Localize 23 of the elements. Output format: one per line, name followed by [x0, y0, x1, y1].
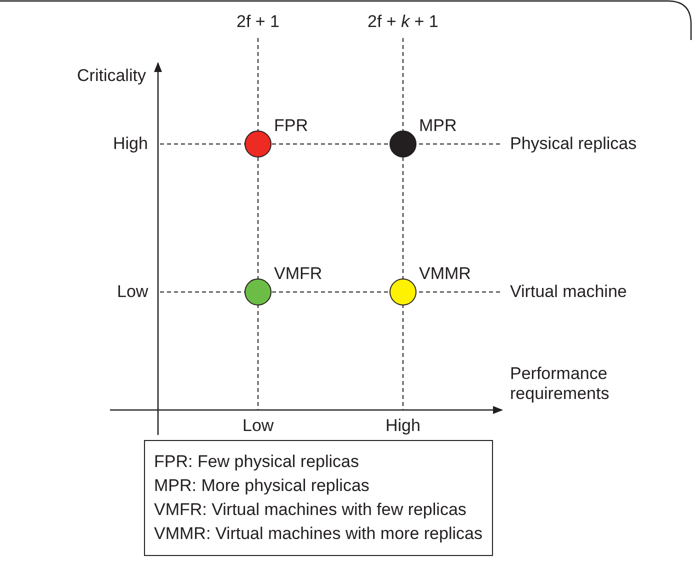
row-label: Virtual machine [510, 282, 627, 302]
point-marker [244, 130, 272, 158]
axis-title: Criticality [77, 66, 146, 86]
point-label: FPR [274, 116, 308, 136]
axis-title: Performance requirements [510, 364, 610, 404]
point-marker [390, 278, 416, 306]
tick-label: Low [117, 282, 148, 302]
legend-entry: VMFR: Virtual machines with few replicas [154, 499, 468, 521]
legend-entry: MPR: More physical replicas [154, 475, 370, 497]
point-label: MPR [419, 116, 457, 136]
tick-label: Low [242, 416, 274, 436]
legend-box [144, 440, 493, 556]
point-marker [390, 130, 416, 158]
tick-label: High [386, 416, 420, 436]
legend-entry: VMMR: Virtual machines with more replicas [154, 523, 484, 545]
column-label: 2f + k + 1 [368, 12, 438, 32]
point-marker [244, 278, 272, 306]
tick-label: High [113, 134, 148, 154]
row-label: Physical replicas [510, 134, 637, 154]
point-label: VMFR [274, 264, 322, 284]
legend-entry: FPR: Few physical replicas [154, 451, 360, 473]
column-label: 2f + 1 [236, 12, 280, 32]
point-label: VMMR [419, 264, 471, 284]
